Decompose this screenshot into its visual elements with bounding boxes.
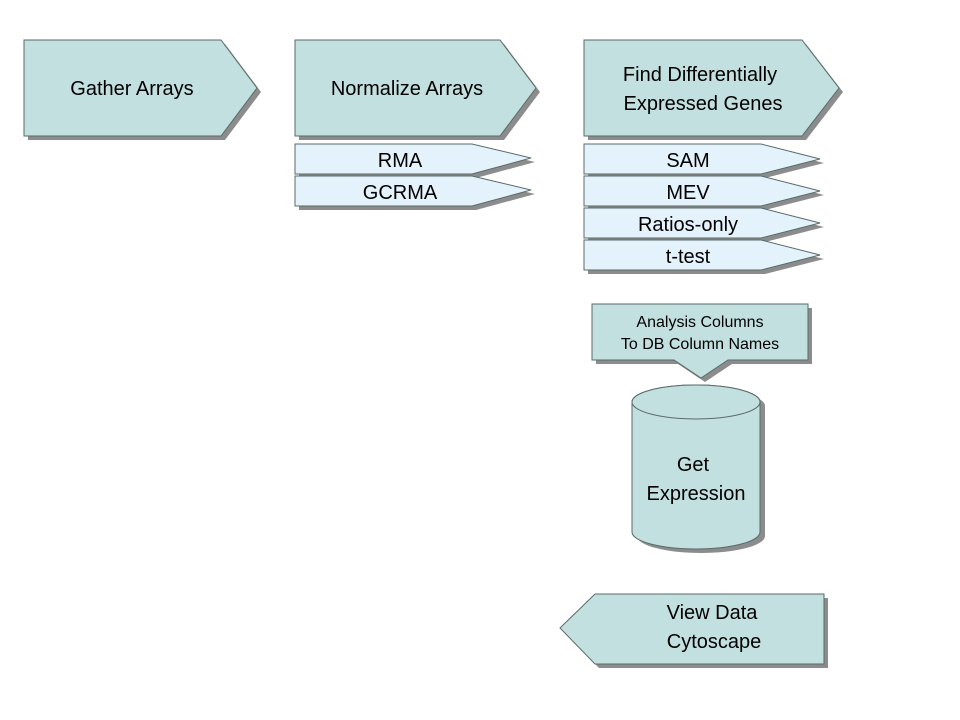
method-label: MEV [666, 182, 710, 204]
callout-shape [591, 303, 809, 379]
method-shape [294, 143, 532, 175]
step-shape [583, 39, 840, 137]
step-label: Normalize Arrays [331, 78, 483, 100]
step-find-de-genes: Find Differentially Expressed Genes [583, 39, 843, 140]
de-method-t-test: t-test [583, 239, 824, 274]
method-shape [583, 207, 821, 239]
method-shape [583, 175, 821, 207]
mapping-callout: Analysis Columns To DB Column Names [591, 303, 812, 382]
step-shape [294, 39, 537, 137]
step-label-line1: View Data [667, 602, 759, 624]
de-method-ratios-only: Ratios-only [583, 207, 824, 242]
callout-label-line1: Analysis Columns [636, 314, 763, 331]
database-top [631, 384, 761, 420]
database-get-expression: Get Expression [631, 384, 765, 553]
method-shape [294, 175, 532, 207]
step-view-data-cytoscape: View Data Cytoscape [559, 593, 828, 668]
method-label: Ratios-only [638, 214, 738, 236]
step-normalize-arrays: Normalize Arrays [294, 39, 540, 140]
callout-label-line2: To DB Column Names [621, 336, 779, 353]
step-label: Gather Arrays [70, 78, 193, 100]
step-label-line2: Cytoscape [667, 631, 762, 653]
method-shape [583, 143, 821, 175]
normalize-method-rma: RMA [294, 143, 535, 178]
method-label: GCRMA [363, 182, 438, 204]
database-label-line2: Expression [647, 483, 746, 505]
step-shape [559, 593, 825, 665]
step-label-line2: Expressed Genes [624, 93, 783, 115]
step-label-line1: Find Differentially [623, 64, 777, 86]
method-label: t-test [666, 246, 711, 268]
step-gather-arrays: Gather Arrays [23, 39, 261, 140]
de-method-sam: SAM [583, 143, 824, 178]
de-method-mev: MEV [583, 175, 824, 210]
normalize-method-gcrma: GCRMA [294, 175, 535, 210]
method-shape [583, 239, 821, 271]
method-label: SAM [666, 150, 709, 172]
step-shape [23, 39, 258, 137]
database-label-line1: Get [677, 454, 710, 476]
method-label: RMA [378, 150, 423, 172]
